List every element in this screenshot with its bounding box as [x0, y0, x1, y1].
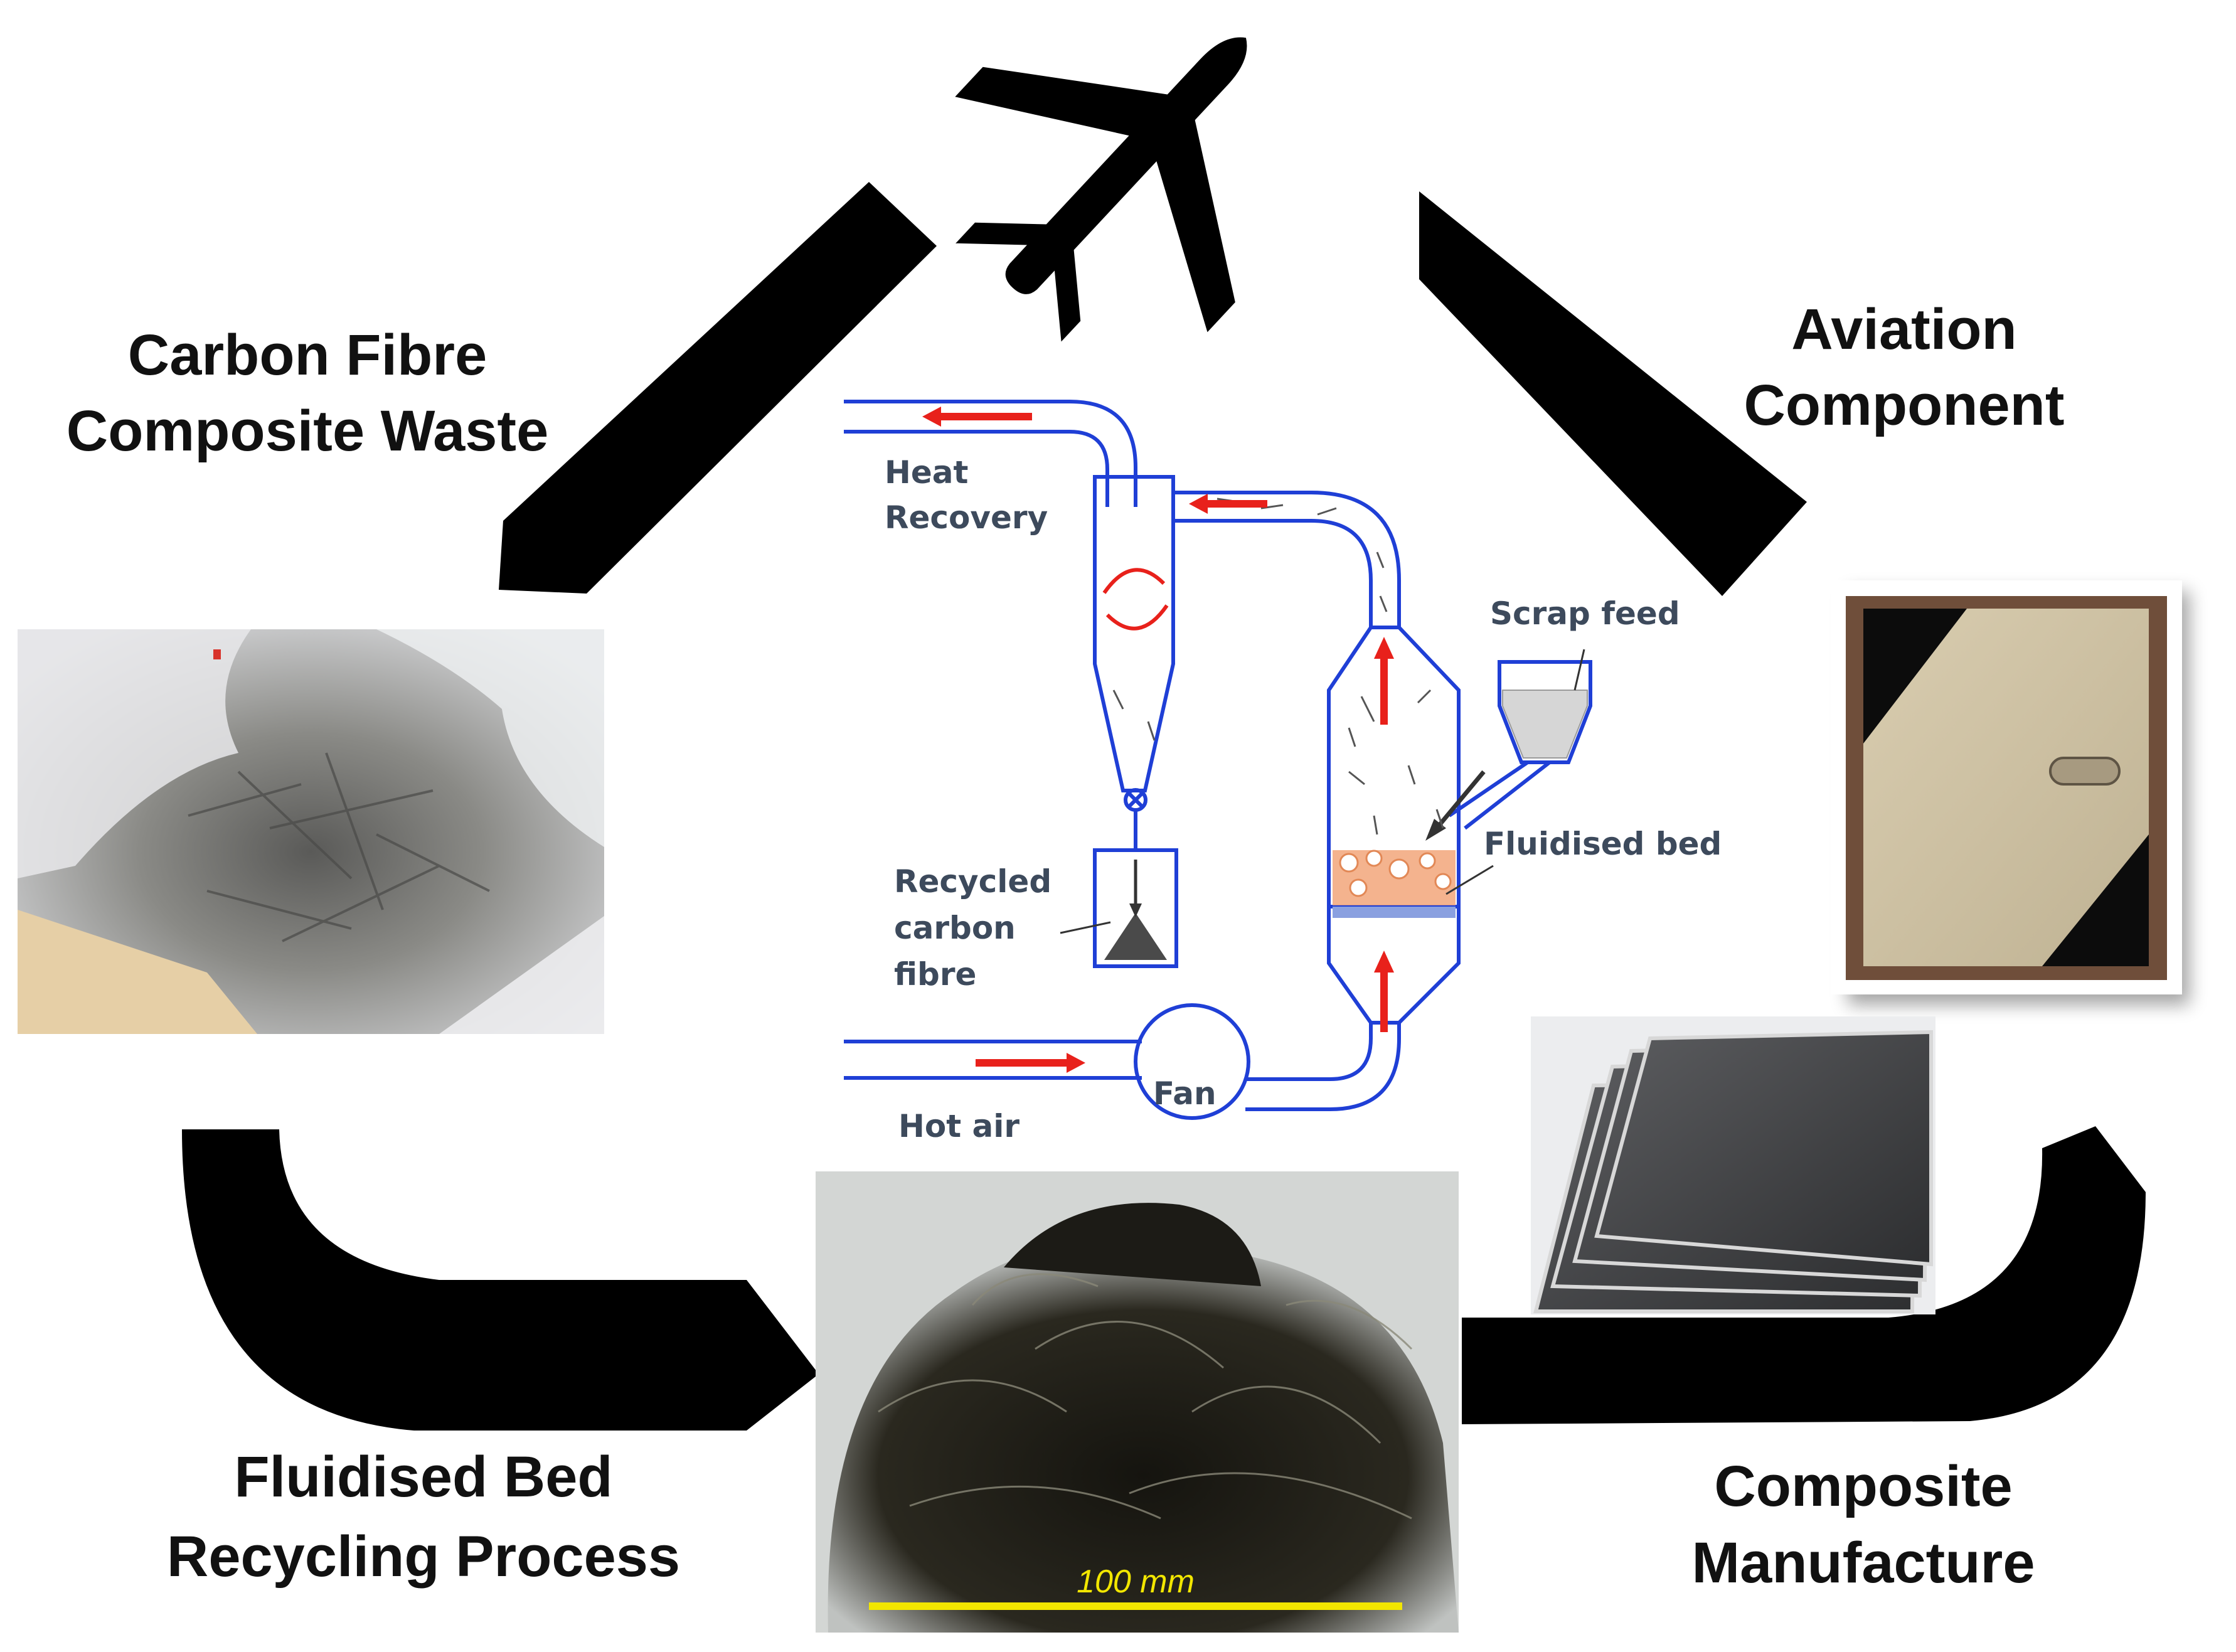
cyclone-separator — [1093, 475, 1175, 792]
cycle-arrow-manufacture — [1462, 1126, 2146, 1424]
label-hot-air: Hot air — [898, 1108, 1020, 1144]
cycle-arrow-aviation-to-waste — [1419, 191, 1807, 596]
process-diagram — [844, 400, 1592, 1120]
label-recycled-1: Recycled — [894, 863, 1051, 900]
label-fan: Fan — [1153, 1075, 1216, 1112]
pipe-fan-to-reactor — [1245, 1023, 1373, 1081]
label-scrap-feed: Scrap feed — [1490, 595, 1680, 632]
label-heat-recovery-2: Recovery — [885, 499, 1048, 536]
label-manufacture-line1: Composite — [1714, 1454, 2012, 1518]
label-recycling-line2: Recycling Process — [167, 1525, 680, 1589]
photo-composite-waste — [18, 629, 604, 1034]
photo-recycled-fibre: 100 mm — [816, 1171, 1459, 1633]
rotary-valve-icon — [1124, 788, 1147, 812]
photo-aviation-panel — [1831, 580, 2190, 1005]
label-fluidised-bed: Fluidised bed — [1484, 826, 1722, 862]
process-fills — [922, 407, 1588, 1073]
label-aviation-line2: Component — [1744, 373, 2064, 437]
fan-icon — [1134, 1003, 1250, 1120]
cycle-arrow-waste-to-aviation — [499, 182, 937, 594]
label-manufacture-line2: Manufacture — [1692, 1531, 2035, 1595]
scrap-feed-hopper — [1498, 660, 1592, 764]
label-recycled-2: carbon — [894, 910, 1016, 946]
photo-composite-sheets — [1531, 1016, 1935, 1314]
scale-bar-label: 100 mm — [1077, 1564, 1195, 1600]
pipe-heat-recovery — [844, 400, 1137, 507]
cycle-arrow-recycling — [182, 1129, 819, 1431]
airplane-icon — [955, 37, 1247, 342]
label-recycling-line1: Fluidised Bed — [234, 1445, 612, 1509]
label-waste-line2: Composite Waste — [67, 399, 548, 463]
label-aviation-line1: Aviation — [1791, 297, 2017, 361]
label-recycled-3: fibre — [894, 956, 976, 993]
label-waste-line1: Carbon Fibre — [128, 323, 487, 387]
label-heat-recovery-1: Heat — [885, 454, 968, 491]
pipe-reactor-to-cyclone — [1173, 491, 1401, 627]
